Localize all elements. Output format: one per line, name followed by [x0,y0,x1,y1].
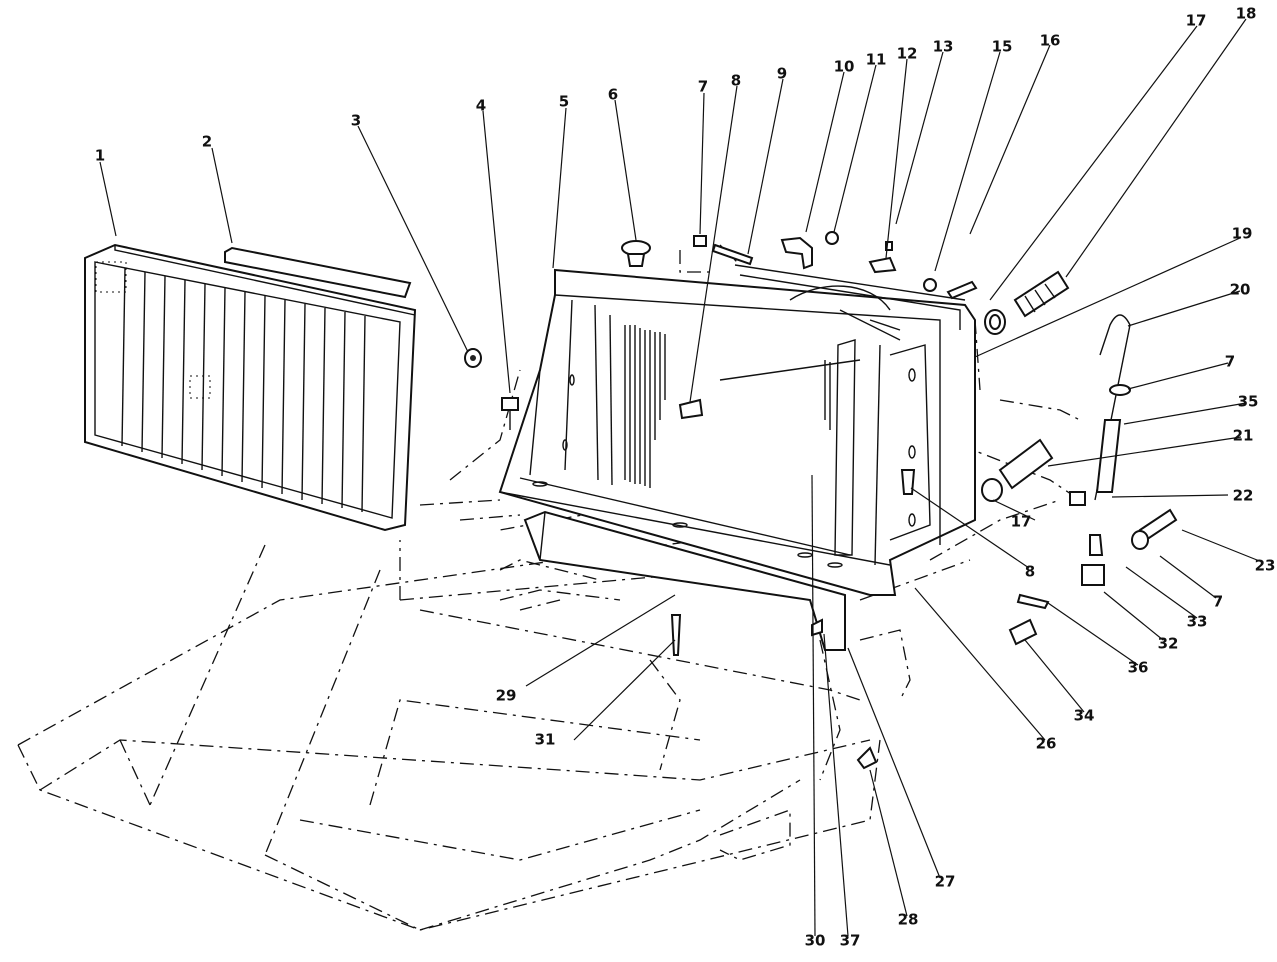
callout-label: 22 [1233,487,1254,505]
callout-label: 4 [476,97,486,115]
callout-label: 23 [1255,557,1276,575]
bolt [501,397,519,430]
callout-label: 21 [1233,427,1254,445]
bolt-36 [1016,593,1050,610]
callout-label: 20 [1230,281,1251,299]
callout-label: 12 [897,45,918,63]
washer [464,348,482,368]
callout-label: 11 [866,51,887,69]
radiator-shroud [498,264,976,596]
bracket-screw [670,614,682,656]
hose-clamp [984,309,1006,335]
callout-label: 37 [840,932,861,950]
callout-label: 17 [1011,513,1032,531]
elbow-fitting [780,236,813,270]
callout-label: 33 [1187,613,1208,631]
callout-label: 2 [202,133,212,151]
callout-label: 1 [95,147,105,165]
callout-label: 6 [608,86,618,104]
callout-label: 16 [1040,32,1061,50]
hose-clamp-top [693,235,707,247]
callout-label: 34 [1074,707,1095,725]
callout-label: 18 [1236,5,1257,23]
shroud-bolt [678,398,704,420]
wing-nut [856,746,878,770]
screw [946,280,978,300]
drain-valve [1081,564,1105,586]
filler-cap [621,240,651,267]
side-bolt [900,469,916,495]
spring [711,243,754,266]
callout-label: 15 [992,38,1013,56]
callout-label: 7 [698,78,708,96]
callout-label: 8 [1025,563,1035,581]
callout-label: 30 [805,932,826,950]
drain-cock [1008,618,1038,646]
gasket [868,256,897,274]
lower-hose [998,438,1054,490]
callout-label: 17 [1186,12,1207,30]
small-screw [885,241,893,251]
callout-label: 27 [935,873,956,891]
callout-label: 28 [898,911,919,929]
callout-label: 31 [535,731,556,749]
seal-strip [224,246,412,299]
callout-label: 7 [1225,353,1235,371]
callout-label: 26 [1036,735,1057,753]
nipple-fitting [1089,534,1104,556]
callout-label: 8 [731,72,741,90]
callout-label: 32 [1158,635,1179,653]
tube-clamp [1109,384,1131,396]
callout-label: 29 [496,687,517,705]
leader-lines [99,18,1263,937]
callout-label: 19 [1232,225,1253,243]
callout-label: 9 [777,65,787,83]
washer-top [923,278,937,292]
callout-label: 7 [1213,593,1223,611]
overflow-hose [1095,419,1122,493]
upper-hose [1013,270,1070,318]
clip [811,618,823,637]
callout-label: 13 [933,38,954,56]
bracket-clip [1069,491,1086,506]
callout-label: 3 [351,112,361,130]
callout-label: 5 [559,93,569,111]
radiator-screen [84,243,417,532]
hose-clamp-side [981,478,1003,502]
callout-label: 36 [1128,659,1149,677]
callout-label: 10 [834,58,855,76]
callout-label: 35 [1238,393,1259,411]
grommet [825,231,839,245]
hose-clamp-lower [1131,530,1149,550]
